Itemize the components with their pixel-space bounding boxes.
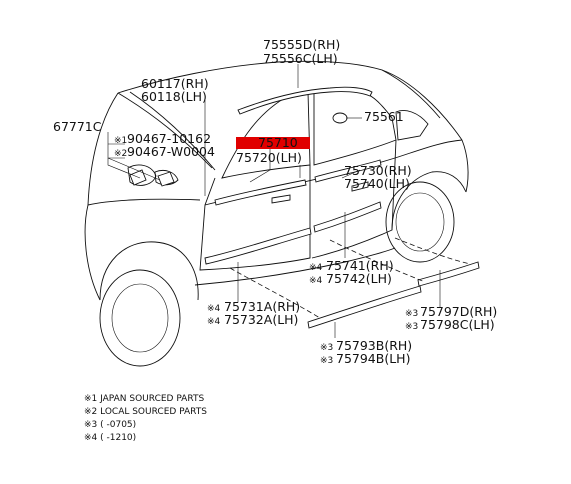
rear-door-handle <box>351 181 369 192</box>
front-door-outline <box>199 165 311 271</box>
mark-2: ※2 <box>114 149 127 159</box>
front-door-side-molding <box>204 227 312 265</box>
leader-67771c <box>107 132 141 179</box>
front-door-handle <box>271 194 291 204</box>
quarter-window <box>395 110 429 141</box>
rear-door-outline <box>311 139 397 259</box>
footnote-1: ※1 JAPAN SOURCED PARTS <box>84 394 204 404</box>
a-pillar-inner <box>129 91 216 171</box>
label-60118[interactable]: 60118(LH) <box>141 89 207 104</box>
mirror-2 <box>154 169 179 186</box>
explode-line-3 <box>394 237 471 265</box>
footnote-4: ※4 ( -1210) <box>84 433 136 443</box>
mark-4-c: ※4 <box>207 304 221 314</box>
mark-4-d: ※4 <box>207 317 221 327</box>
rear-window-frame <box>313 87 397 166</box>
rear-door-side-molding <box>313 201 382 233</box>
label-75556c[interactable]: 75556C(LH) <box>263 51 338 66</box>
mark-3-b: ※3 <box>405 322 418 332</box>
label-60117[interactable]: 60117(RH) <box>141 76 209 91</box>
leader-90467-b <box>107 157 161 181</box>
roof-outline <box>117 60 463 141</box>
roof-rear-edge <box>381 69 441 119</box>
label-75710[interactable]: 75710 <box>258 135 298 150</box>
mark-1: ※1 <box>114 136 127 146</box>
label-75742[interactable]: 75742(LH) <box>326 271 392 286</box>
hood-line <box>87 92 119 206</box>
label-90467-w0004[interactable]: 90467-W0004 <box>127 144 215 159</box>
front-tire <box>99 269 181 367</box>
label-75555d[interactable]: 75555D(RH) <box>263 37 340 52</box>
footnotes: ※1 JAPAN SOURCED PARTS ※2 LOCAL SOURCED … <box>84 394 207 443</box>
roof-clip <box>332 112 348 124</box>
rear-wheel-arch <box>391 171 467 231</box>
rocker-molding <box>307 285 422 329</box>
leader-75710 <box>249 148 271 183</box>
leader-lines <box>107 64 441 338</box>
mark-4-b: ※4 <box>309 276 323 286</box>
a-pillar <box>117 92 213 169</box>
label-75793b[interactable]: 75793B(RH) <box>336 338 412 353</box>
label-75740[interactable]: 75740(LH) <box>344 176 410 191</box>
rear-body-side <box>461 139 469 193</box>
label-75730[interactable]: 75730(RH) <box>344 163 412 178</box>
label-75720[interactable]: 75720(LH) <box>236 150 302 165</box>
quarter-molding <box>417 261 480 287</box>
mark-3-d: ※3 <box>320 356 333 366</box>
rear-tire <box>385 181 455 263</box>
leader-75730 <box>341 169 361 179</box>
front-fender <box>87 198 201 206</box>
front-wheel-arch <box>99 241 199 301</box>
part-labels: 75555D(RH) 75556C(LH) 60117(RH) 60118(LH… <box>53 37 497 366</box>
front-fender-lower <box>84 204 101 301</box>
rocker-line <box>194 247 396 286</box>
label-75561[interactable]: 75561 <box>364 109 404 124</box>
label-75794b[interactable]: 75794B(LH) <box>336 351 410 366</box>
footnote-2: ※2 LOCAL SOURCED PARTS <box>84 407 207 417</box>
clips <box>129 169 175 187</box>
mark-4-a: ※4 <box>309 263 323 273</box>
moldings <box>204 86 480 329</box>
footnote-3: ※3 ( -0705) <box>84 420 136 430</box>
label-75731a[interactable]: 75731A(RH) <box>224 299 300 314</box>
roof-drip-molding <box>237 86 373 115</box>
label-67771c[interactable]: 67771C <box>53 119 102 134</box>
mark-3-a: ※3 <box>405 309 418 319</box>
front-rim <box>111 283 169 353</box>
front-belt-molding <box>214 179 307 206</box>
explode-line-1 <box>229 267 321 319</box>
label-75741[interactable]: 75741(RH) <box>326 258 394 273</box>
clip-2 <box>157 171 175 187</box>
label-75798c[interactable]: 75798C(LH) <box>420 317 495 332</box>
highlight-75710 <box>236 137 310 149</box>
rear-rim <box>395 192 445 252</box>
label-90467-10162[interactable]: 90467-10162 <box>127 131 211 146</box>
rear-belt-molding <box>314 159 382 183</box>
label-75732a[interactable]: 75732A(LH) <box>224 312 298 327</box>
mark-3-c: ※3 <box>320 343 333 353</box>
label-75797d[interactable]: 75797D(RH) <box>420 304 497 319</box>
explode-line-2 <box>329 239 426 283</box>
